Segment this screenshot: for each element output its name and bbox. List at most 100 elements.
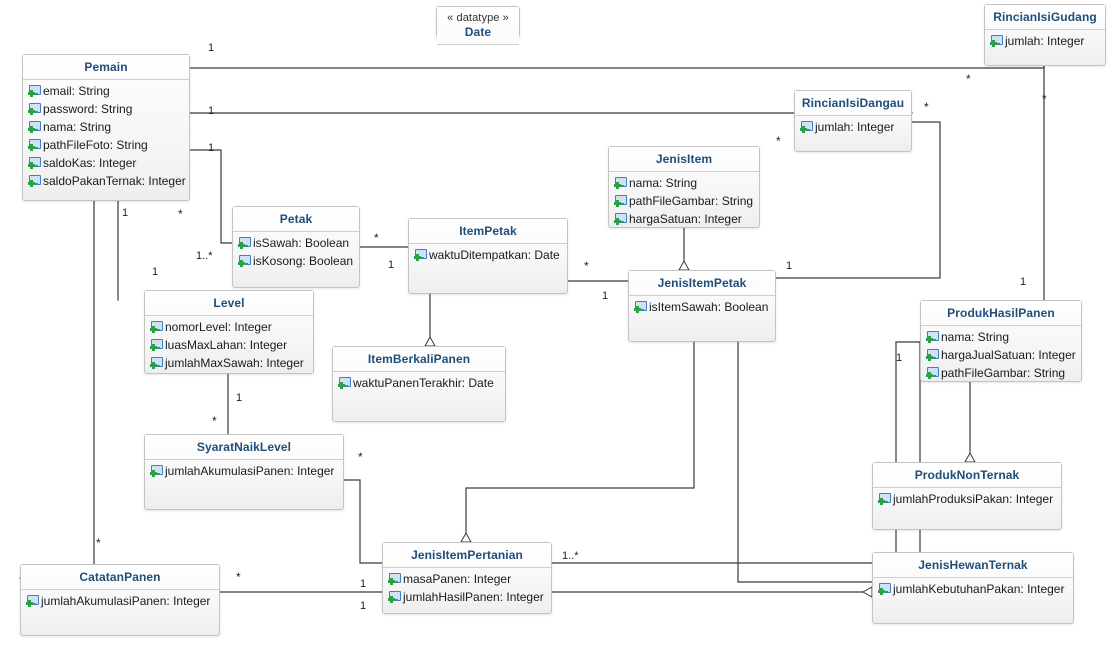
class-attribute: masaPanen: Integer [386, 570, 549, 588]
multiplicity-label: 1 [208, 105, 215, 117]
attribute-public-icon [614, 177, 627, 189]
uml-class-syaratNaikLevel[interactable]: SyaratNaikLevel jumlahAkumulasiPanen: Int… [144, 434, 344, 510]
class-attribute: nomorLevel: Integer [148, 318, 311, 336]
class-title: Level [145, 291, 313, 316]
class-attribute-list: jumlahProduksiPakan: Integer [873, 488, 1061, 510]
class-title: CatatanPanen [21, 565, 219, 590]
class-attribute: pathFileFoto: String [26, 136, 187, 154]
class-attribute: hargaJualSatuan: Integer [924, 346, 1079, 364]
class-attribute: saldoPakanTernak: Integer [26, 172, 187, 190]
attribute-public-icon [28, 121, 41, 133]
attribute-public-icon [28, 175, 41, 187]
attribute-label: nomorLevel: Integer [165, 320, 272, 334]
edge-association-syaratNaikLevel-to-jenisItemPertanian[interactable] [343, 479, 383, 564]
multiplicity-label: 1 [152, 266, 159, 278]
attribute-public-icon [878, 493, 891, 505]
attribute-label: pathFileGambar: String [629, 194, 754, 208]
multiplicity-label: 1..* [562, 550, 579, 562]
class-attribute-list: waktuDitempatkan: Date [409, 244, 567, 266]
class-title: « datatype »Date [437, 7, 519, 45]
uml-class-date[interactable]: « datatype »Date [436, 6, 520, 45]
multiplicity-label: 1 [602, 290, 609, 302]
attribute-label: pathFileGambar: String [941, 366, 1066, 380]
attribute-label: password: String [43, 102, 133, 116]
multiplicity-label: * [1042, 92, 1047, 106]
uml-class-jenisItem[interactable]: JenisItem nama: String pathFileGambar: Str… [608, 146, 760, 228]
attribute-public-icon [800, 121, 813, 133]
attribute-label: jumlahAkumulasiPanen: Integer [165, 464, 335, 478]
attribute-public-icon [926, 367, 939, 379]
class-name: Date [464, 25, 492, 39]
attribute-label: waktuPanenTerakhir: Date [353, 376, 494, 390]
edge-association-pemain-to-petak[interactable] [189, 149, 233, 244]
class-attribute: nama: String [26, 118, 187, 136]
multiplicity-label: * [212, 414, 217, 428]
attribute-public-icon [614, 195, 627, 207]
attribute-public-icon [28, 139, 41, 151]
class-title: JenisItem [609, 147, 759, 172]
class-title: SyaratNaikLevel [145, 435, 343, 460]
class-attribute: isItemSawah: Boolean [632, 298, 773, 316]
class-attribute-list: jumlahAkumulasiPanen: Integer [145, 460, 343, 482]
class-title: JenisItemPertanian [383, 543, 551, 568]
multiplicity-label: * [178, 207, 183, 221]
attribute-public-icon [238, 255, 251, 267]
attribute-public-icon [634, 301, 647, 313]
class-attribute-list: isItemSawah: Boolean [629, 296, 775, 318]
multiplicity-label: * [96, 536, 101, 550]
multiplicity-label: 1 [1020, 276, 1027, 288]
attribute-label: jumlah: Integer [1005, 34, 1085, 48]
class-attribute: isKosong: Boolean [236, 252, 357, 270]
attribute-label: jumlahMaxSawah: Integer [165, 356, 304, 370]
class-title: ItemPetak [409, 219, 567, 244]
attribute-public-icon [150, 357, 163, 369]
attribute-label: jumlahProduksiPakan: Integer [893, 492, 1054, 506]
class-attribute-list [437, 45, 519, 49]
attribute-label: jumlah: Integer [815, 120, 895, 134]
class-attribute: password: String [26, 100, 187, 118]
attribute-label: jumlahAkumulasiPanen: Integer [41, 594, 211, 608]
uml-class-rincianIsiGudang[interactable]: RincianIsiGudang jumlah: Integer [984, 4, 1106, 66]
class-attribute-list: jumlah: Integer [985, 30, 1105, 52]
class-stereotype: « datatype » [447, 12, 509, 24]
attribute-label: nama: String [629, 176, 698, 190]
class-attribute: jumlahAkumulasiPanen: Integer [24, 592, 217, 610]
multiplicity-label: 1 [786, 260, 793, 272]
attribute-public-icon [150, 321, 163, 333]
class-attribute: pathFileGambar: String [612, 192, 757, 210]
multiplicity-label: * [584, 259, 589, 273]
multiplicity-label: 1 [388, 259, 395, 271]
uml-class-catatanPanen[interactable]: CatatanPanen jumlahAkumulasiPanen: Intege… [20, 564, 220, 636]
multiplicity-label: * [236, 570, 241, 584]
class-attribute: hargaSatuan: Integer [612, 210, 757, 228]
attribute-label: masaPanen: Integer [403, 572, 512, 586]
multiplicity-label: 1 [122, 207, 129, 219]
class-attribute-list: jumlahAkumulasiPanen: Integer [21, 590, 219, 612]
attribute-public-icon [238, 237, 251, 249]
edge-association-pemain-to-rincianIsiGudang[interactable] [189, 65, 1045, 69]
attribute-public-icon [26, 595, 39, 607]
class-title: RincianIsiGudang [985, 5, 1105, 30]
attribute-label: hargaSatuan: Integer [629, 212, 742, 226]
edge-association-pemain-to-catatanPanen[interactable] [19, 200, 95, 579]
class-attribute: saldoKas: Integer [26, 154, 187, 172]
class-attribute: nama: String [924, 328, 1079, 346]
multiplicity-label: 1 [360, 578, 367, 590]
edge-association-jenisItemPertanian-to-produkHasilPanen[interactable] [551, 341, 921, 564]
class-attribute-list: nama: String pathFileGambar: String hargaS… [609, 172, 759, 230]
multiplicity-label: * [776, 134, 781, 148]
